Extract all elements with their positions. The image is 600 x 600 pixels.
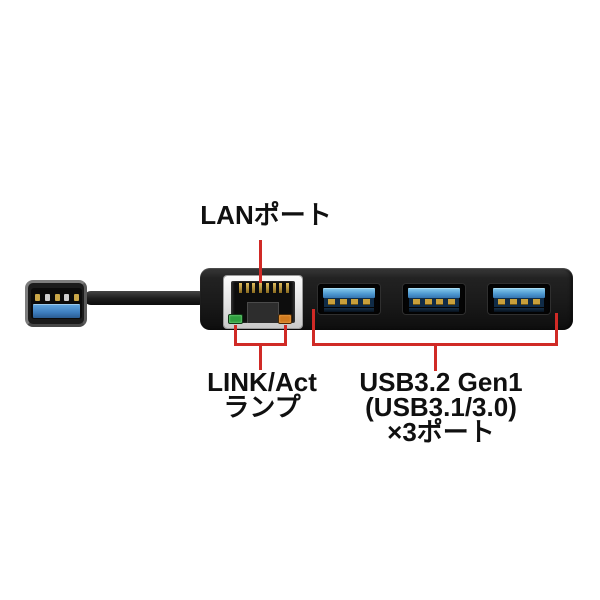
link-act-line2: ランプ [223, 392, 301, 422]
usb-port-2 [403, 284, 465, 314]
usb-port-1-contacts [328, 299, 370, 305]
usb-plug-pins [35, 294, 79, 301]
led-bracket-left [234, 325, 237, 346]
usb-ports-label: USB3.2 Gen1 (USB3.1/3.0) ×3ポート [359, 367, 523, 447]
led-bracket-right [284, 325, 287, 346]
usb-label-line3: ×3ポート [387, 417, 495, 447]
lan-port-label: LANポート [200, 200, 332, 230]
usb-port-2-contacts [413, 299, 455, 305]
lan-port-latch [247, 302, 279, 323]
usb-port-3-tongue [493, 288, 545, 298]
usb-port-3 [488, 284, 550, 314]
usb-bracket-bar [312, 343, 558, 346]
usb-label-line1: USB3.2 Gen1 [359, 367, 523, 397]
led-bracket-stem [259, 346, 262, 370]
act-led-orange [278, 314, 292, 324]
led-bracket-bar [234, 343, 287, 346]
link-act-line1: LINK/Act [207, 367, 317, 397]
usb-port-1-tongue [323, 288, 375, 298]
usb-label-line2: (USB3.1/3.0) [365, 392, 517, 422]
usb-port-2-tongue [408, 288, 460, 298]
usb-bracket-stem [434, 346, 437, 371]
link-led-green [228, 314, 243, 324]
usb-port-3-contacts [498, 299, 540, 305]
usb-bracket-right [555, 313, 558, 346]
lan-leader-line [259, 240, 262, 289]
link-act-label: LINK/Act ランプ [207, 367, 317, 422]
usb-cable [84, 291, 206, 305]
usb-bracket-left [312, 309, 315, 346]
usb-plug-tongue [33, 304, 80, 318]
usb-port-1 [318, 284, 380, 314]
lan-port-pins [239, 283, 289, 293]
